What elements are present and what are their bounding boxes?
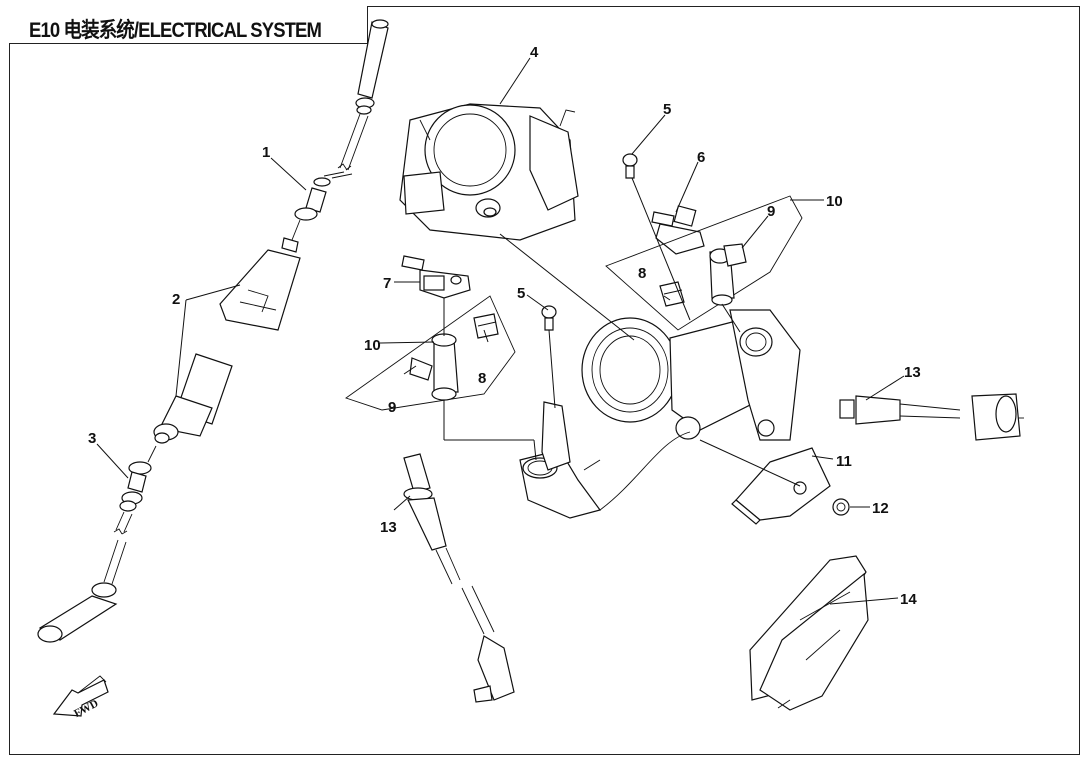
callout-9-right: 9	[767, 203, 775, 220]
part-13-o2-sensor-lower	[403, 453, 515, 703]
title-block: E10 电装系统/ELECTRICAL SYSTEM	[9, 6, 368, 44]
callout-1: 1	[262, 144, 270, 161]
part-7-sensor	[401, 255, 471, 299]
callout-5-lower: 5	[517, 285, 525, 302]
injector-group-right	[605, 195, 803, 331]
part-2-connector-upper	[219, 237, 301, 331]
callout-10-right: 10	[826, 193, 843, 210]
page-title: E10 电装系统/ELECTRICAL SYSTEM	[29, 19, 322, 42]
diagram-frame	[9, 6, 1080, 755]
callout-12: 12	[872, 500, 889, 517]
callout-5-upper: 5	[663, 101, 671, 118]
part-13-o2-sensor-right	[839, 393, 1024, 441]
callout-13-right: 13	[904, 364, 921, 381]
part-5-bolt-lower	[541, 305, 557, 331]
callout-7: 7	[383, 275, 391, 292]
part-3-seal	[119, 461, 152, 512]
callout-13-lower: 13	[380, 519, 397, 536]
part-1-terminal-cap	[294, 177, 331, 221]
callout-14: 14	[900, 591, 917, 608]
callout-9-left: 9	[388, 399, 396, 416]
ignition-cable-assembly	[37, 19, 389, 643]
intake-manifold	[519, 309, 801, 519]
arrow-forward-icon	[52, 679, 109, 717]
callout-4: 4	[530, 44, 539, 61]
part-4-throttle-body	[399, 103, 579, 241]
callout-6: 6	[697, 149, 705, 166]
part-5-bolt-upper	[622, 153, 638, 179]
callout-labels: 1 2 3 4 5 5 6 7 8 8 9 9 10 10 11 12 13 1…	[88, 44, 921, 608]
part-14-ecu	[749, 555, 869, 711]
callout-11: 11	[836, 453, 852, 470]
leader-lines	[96, 57, 905, 605]
part-2-connector-lower	[153, 353, 233, 444]
callout-2: 2	[172, 291, 180, 308]
part-12-bolt	[832, 498, 850, 516]
callout-8-right: 8	[638, 265, 646, 282]
part-6-sensor	[651, 205, 705, 255]
fwd-direction-indicator: FWD	[52, 675, 109, 720]
callout-10-left: 10	[364, 337, 381, 354]
part-11-sensor	[731, 447, 831, 525]
callout-3: 3	[88, 430, 96, 447]
callout-8-left: 8	[478, 370, 486, 387]
